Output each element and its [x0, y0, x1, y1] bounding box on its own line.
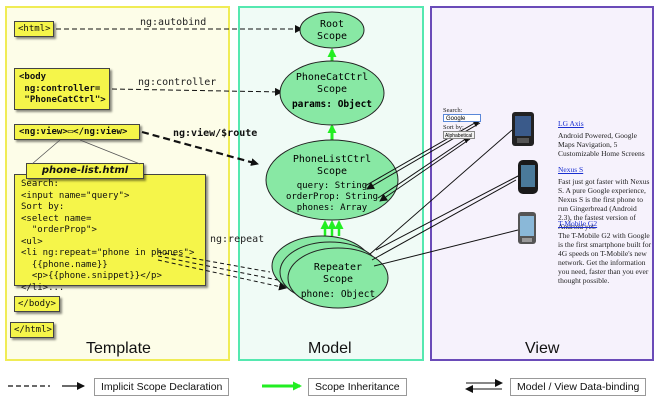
repeat-connectors	[157, 251, 287, 291]
binding-order-line	[377, 135, 471, 202]
view-sort-select[interactable]: Alphabetical	[443, 131, 475, 139]
phonecat-line3: params: Object	[292, 99, 372, 110]
html-close-box: </html>	[10, 322, 54, 338]
ngview-box: <ng:view>▭</ng:view>	[14, 124, 140, 140]
legend-inheritance-label: Scope Inheritance	[308, 378, 407, 396]
view-title: View	[525, 340, 560, 357]
partial-code-line: <select name=	[21, 213, 92, 224]
partial-name-tab: phone-list.html	[26, 163, 144, 179]
partial-name: phone-list.html	[41, 165, 129, 176]
phonelist-line4: orderProp: String	[286, 192, 378, 202]
repeater-line1: Repeater	[314, 262, 362, 273]
view-phone-snippet-tmobile-g2: The T-Mobile G2 with Google is the first…	[558, 231, 652, 285]
legend-implicit-label: Implicit Scope Declaration	[94, 378, 230, 396]
phonelist-line5: phones: Array	[297, 203, 368, 213]
phonecat-scope	[279, 60, 385, 126]
body-controller-box: <body ng:controller= "PhoneCatCtrl">	[14, 68, 110, 110]
view-phone-snippet-lg-axis: Android Powered, Google Maps Navigation,…	[558, 131, 645, 158]
partial-template-box: Search:<input name="query">Sort by:<sele…	[14, 174, 206, 293]
repeat-label: ng:repeat	[210, 234, 264, 245]
partial-code-line: "orderProp">	[21, 225, 97, 235]
root-scope	[299, 11, 365, 49]
model-title: Model	[308, 340, 352, 357]
controller-label: ng:controller	[138, 77, 216, 88]
binding-repeater-lines	[369, 129, 521, 267]
view-phone-snippet-nexus-s: Fast just got faster with Nexus S. A pur…	[558, 177, 650, 231]
legend: Implicit Scope Declaration Scope Inherit…	[0, 372, 660, 402]
repeater-scope	[287, 247, 389, 309]
route-connector	[141, 130, 259, 166]
partial-code-line: <p>{{phone.snippet}}</p>	[21, 271, 162, 281]
body-close-text: </body>	[18, 299, 56, 309]
phonelist-line1: PhoneListCtrl	[293, 154, 371, 165]
template-title: Template	[86, 340, 151, 357]
phone-image-lg-axis	[512, 112, 534, 146]
partial-code-line: Search:	[21, 179, 59, 189]
phone-image-nexus-s	[518, 160, 538, 194]
repeater-line3: phone: Object	[301, 289, 375, 300]
ngview-partial-line-left	[31, 139, 61, 165]
partial-code-line: <ul>	[21, 236, 43, 247]
partial-code-lines: Search:<input name="query">Sort by:<sele…	[21, 179, 199, 294]
autobind-label: ng:autobind	[140, 17, 206, 28]
phonecat-line2: Scope	[317, 84, 347, 95]
partial-code-line: <li ng:repeat="phone in phones">	[21, 248, 195, 258]
view-panel	[430, 6, 654, 361]
body-line-1: <body	[19, 72, 47, 82]
route-label: ng:view/$route	[173, 127, 257, 139]
phonelist-line3: query: String	[297, 181, 367, 191]
view-search-label: Search:	[443, 107, 463, 114]
view-phone-name-nexus-s[interactable]: Nexus S	[558, 165, 584, 174]
body-line-2: ng:controller=	[19, 83, 101, 94]
partial-code-line: </li>...	[21, 282, 65, 293]
phone-image-tmobile-g2	[518, 212, 536, 244]
legend-binding-label: Model / View Data-binding	[510, 378, 647, 396]
view-search-input[interactable]: Google	[443, 114, 481, 122]
partial-code-line: {{phone.name}}	[21, 259, 108, 270]
controller-connector	[111, 87, 283, 96]
view-sort-label: Sort by:	[443, 124, 464, 131]
partial-code-line: Sort by:	[21, 202, 65, 212]
body-line-3: "PhoneCatCtrl">	[19, 95, 106, 105]
root-scope-line2: Scope	[317, 31, 347, 42]
phonelist-line2: Scope	[317, 166, 347, 177]
ngview-partial-line-right	[79, 139, 141, 165]
view-phone-name-lg-axis[interactable]: LG Axis	[558, 119, 584, 128]
partial-code-line: <input name="query">	[21, 190, 130, 201]
root-scope-line1: Root	[320, 19, 344, 30]
body-close-box: </body>	[14, 296, 60, 312]
view-phone-name-tmobile-g2[interactable]: T-Mobile G2	[558, 219, 598, 228]
html-open-text: <html>	[18, 24, 51, 34]
legend-binding-arrows	[465, 379, 503, 393]
ngview-text: <ng:view>▭</ng:view>	[19, 127, 128, 137]
html-open-box: <html>	[14, 21, 54, 37]
inherit-repeater-to-phonelist	[320, 220, 344, 236]
html-close-text: </html>	[14, 325, 52, 335]
phonecat-line1: PhoneCatCtrl	[296, 72, 368, 83]
repeater-line2: Scope	[323, 274, 353, 285]
phonelist-scope	[265, 139, 399, 221]
